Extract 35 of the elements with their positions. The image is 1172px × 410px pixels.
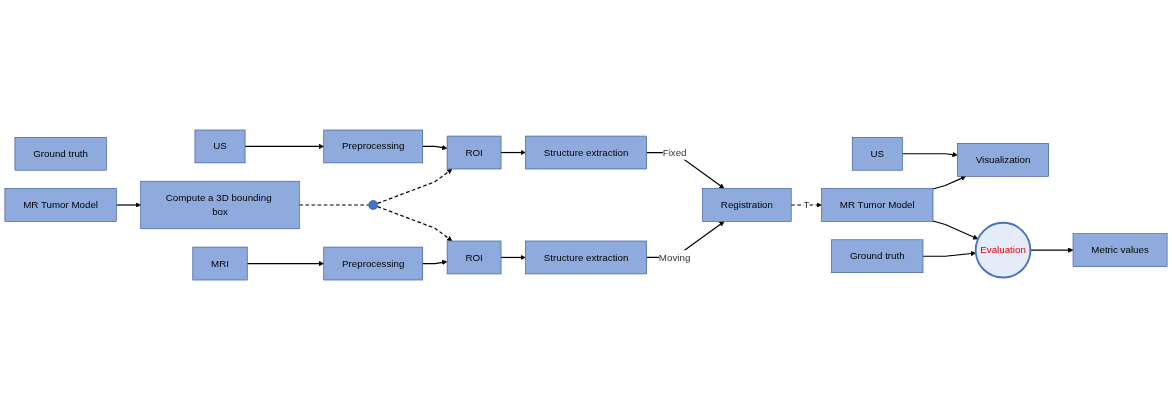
arrow — [422, 259, 448, 266]
node-circle — [368, 200, 379, 210]
node-box: MR Tumor Model — [4, 188, 117, 222]
node-circle: Evaluation — [974, 221, 1032, 279]
arrow — [422, 144, 448, 151]
node-box: Metric values — [1072, 233, 1168, 267]
arrow — [500, 149, 526, 156]
node-box: MRI — [192, 246, 248, 281]
arrow — [790, 202, 822, 208]
arrow — [244, 143, 324, 150]
node-box: US — [851, 137, 903, 171]
arrow — [376, 206, 453, 242]
node-box: Registration — [702, 188, 792, 222]
node-box: ROI — [446, 135, 502, 170]
node-box: Ground truth — [831, 239, 924, 273]
edge-label: Moving — [658, 251, 691, 263]
arrow — [500, 254, 526, 261]
node-box: Ground truth — [14, 137, 107, 171]
arrow — [246, 260, 324, 267]
node-box: MR Tumor Model — [821, 188, 934, 222]
node-box: Visualization — [957, 143, 1049, 177]
node-box: Preprocessing — [323, 246, 423, 281]
arrow — [901, 151, 958, 158]
node-box: Preprocessing — [323, 129, 423, 164]
node-box: Compute a 3D bounding box — [140, 180, 300, 230]
arrow — [376, 168, 453, 204]
arrow — [932, 220, 979, 240]
node-box: US — [194, 129, 246, 164]
edge-label: Fixed — [662, 147, 687, 158]
node-box: ROI — [446, 240, 502, 275]
edge-label: T — [803, 199, 810, 210]
arrow — [115, 202, 141, 208]
node-box: Structure extraction — [525, 135, 647, 170]
node-box: Structure extraction — [525, 240, 647, 275]
arrow — [932, 175, 967, 190]
